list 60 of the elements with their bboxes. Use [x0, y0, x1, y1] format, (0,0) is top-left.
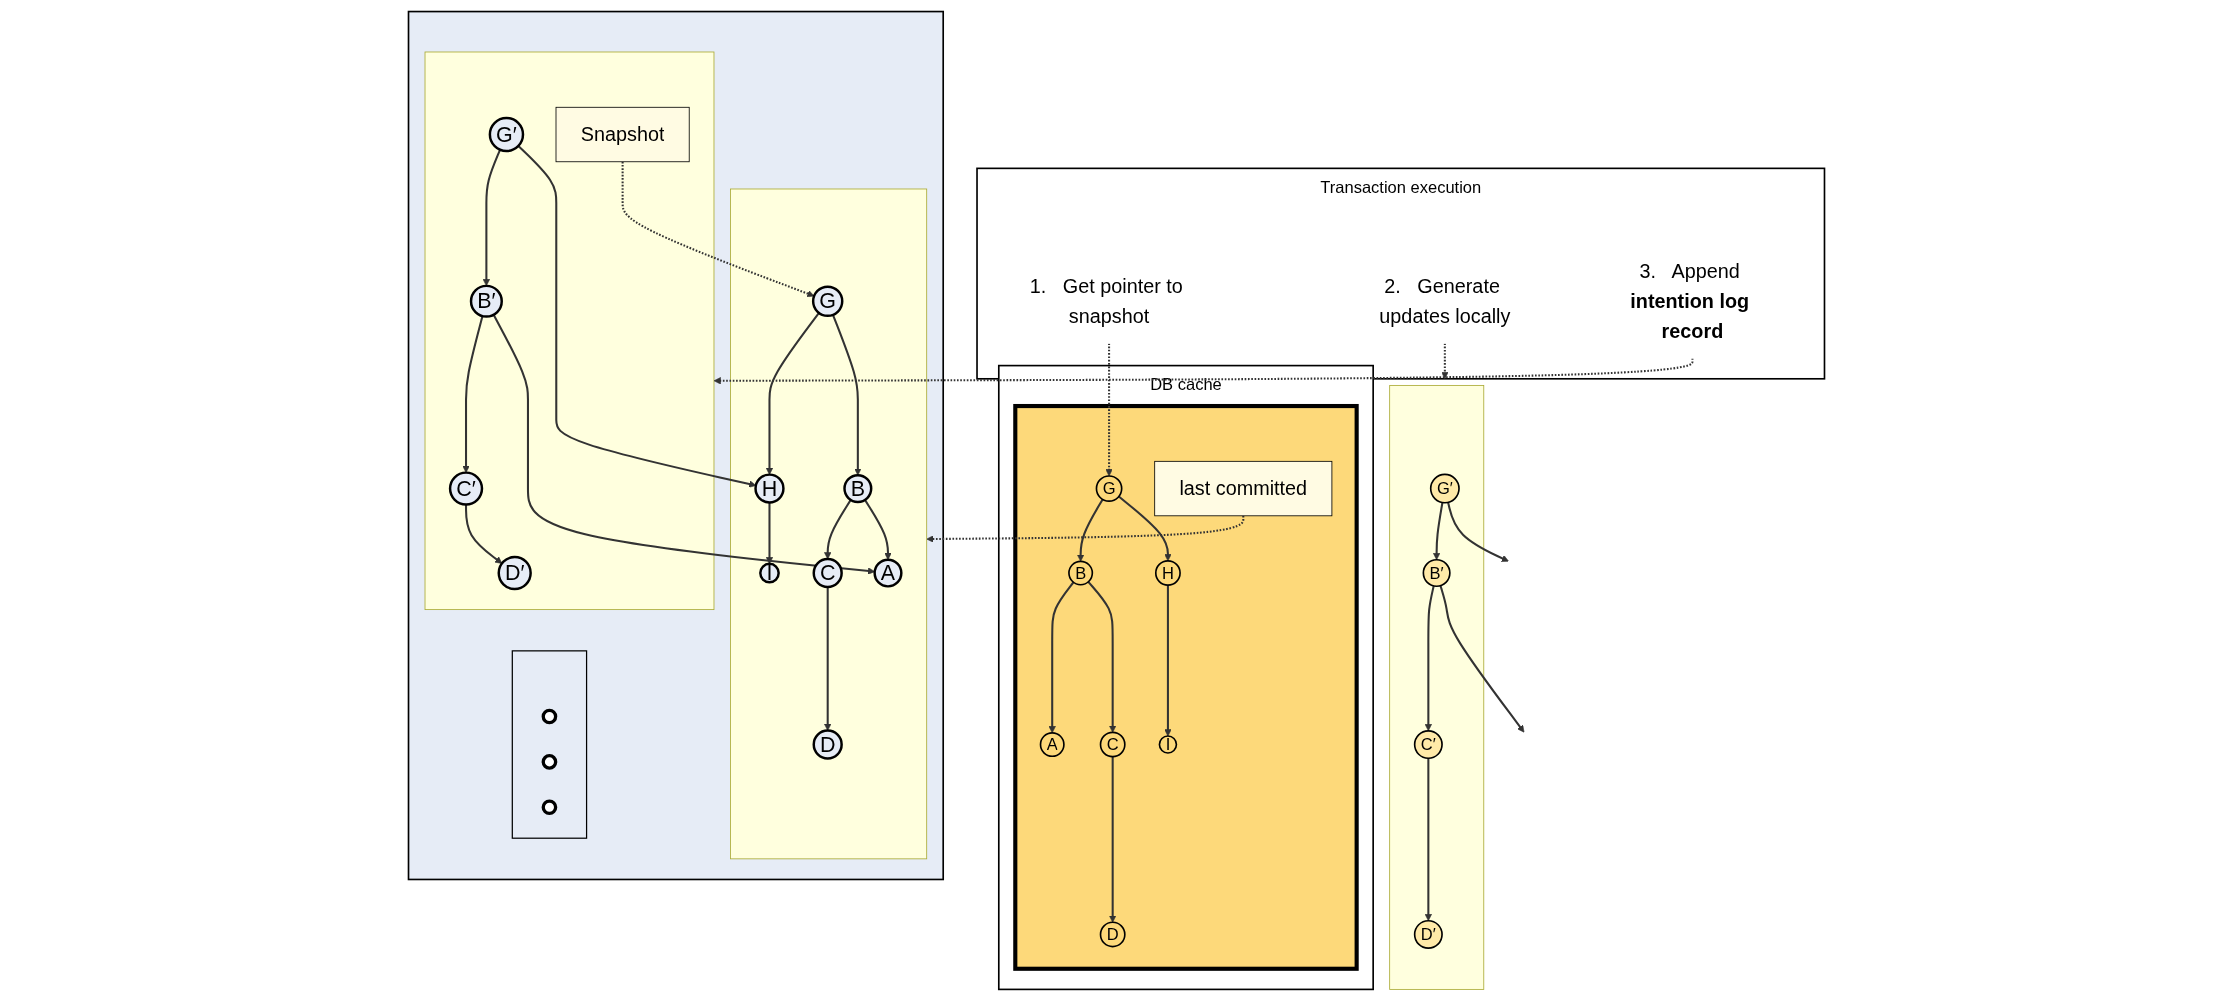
node-circle: H — [1154, 560, 1181, 586]
cluster — [407, 10, 945, 881]
node-circle: A — [873, 558, 903, 588]
arrow — [1109, 756, 1117, 923]
arrow — [1424, 758, 1432, 922]
arrow — [864, 499, 892, 560]
node-circle: B′ — [469, 284, 503, 318]
node-circle: G — [1095, 475, 1123, 502]
arrow — [1048, 581, 1075, 734]
arrow — [1447, 502, 1509, 562]
arrow — [462, 315, 484, 473]
arrow — [1432, 502, 1444, 561]
node-circle — [541, 708, 558, 725]
node-circle: G′ — [488, 116, 525, 153]
arrow — [1439, 585, 1525, 733]
node-circle: C — [1099, 731, 1126, 758]
cluster — [1389, 385, 1485, 990]
arrow — [1077, 498, 1104, 562]
cluster — [1013, 403, 1359, 971]
node-circle: C′ — [1413, 730, 1443, 760]
arrow — [465, 504, 503, 564]
arrow — [1441, 343, 1449, 380]
cluster — [511, 650, 588, 839]
arrow — [1087, 581, 1117, 733]
arrow — [1105, 343, 1113, 477]
node-circle: D — [812, 729, 843, 760]
cluster — [424, 51, 715, 610]
arrow — [824, 499, 852, 560]
node-box: last committed — [1154, 460, 1333, 517]
node-circle — [541, 754, 558, 770]
node-circle: I — [1158, 735, 1178, 754]
arrow — [832, 314, 862, 476]
node-circle: G′ — [1429, 473, 1460, 504]
node-text: 3. Append intention log record — [1630, 259, 1750, 342]
node-circle — [541, 799, 558, 816]
arrow — [1118, 495, 1172, 562]
node-circle: B — [843, 474, 873, 504]
node-circle: C′ — [448, 471, 484, 506]
arrow — [482, 149, 501, 287]
node-circle: I — [759, 562, 780, 584]
node-text: 2. Generate updates locally — [1379, 274, 1511, 327]
node-circle: D — [1099, 921, 1126, 948]
node-circle: H — [754, 473, 785, 504]
node-circle: A — [1039, 732, 1065, 758]
node-circle: B — [1068, 560, 1094, 586]
arrow — [926, 515, 1245, 543]
node-circle: G — [811, 285, 844, 317]
node-circle: C — [812, 557, 843, 589]
node-text: 1. Get pointer to snapshot — [1029, 274, 1183, 327]
arrow — [824, 586, 832, 731]
arrow — [1424, 585, 1435, 732]
arrow — [1164, 585, 1172, 737]
arrow — [765, 312, 820, 475]
node-circle: D′ — [1413, 919, 1443, 949]
node-circle: D′ — [497, 555, 532, 591]
node-box: Snapshot — [555, 106, 690, 163]
node-circle: B′ — [1422, 558, 1451, 588]
cluster — [730, 188, 928, 860]
arrow — [765, 502, 774, 565]
arrow — [621, 161, 815, 298]
